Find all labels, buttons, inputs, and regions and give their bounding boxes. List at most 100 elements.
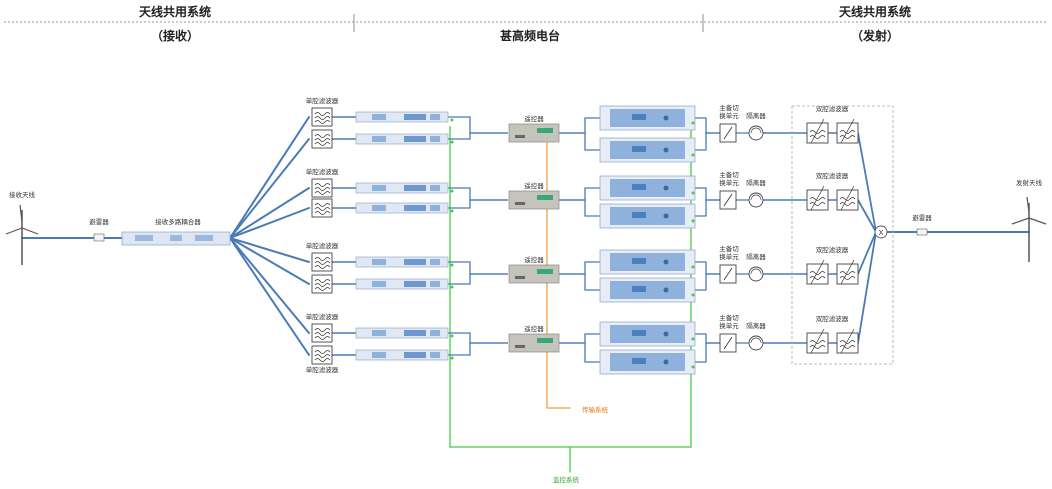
dual-cavity-filter-label: 双腔滤波器 <box>816 104 849 113</box>
monitoring-tap <box>691 265 695 269</box>
receiver-panel <box>430 352 440 358</box>
isolator-label: 隔离器 <box>746 321 766 330</box>
isolator-label: 隔离器 <box>746 252 766 261</box>
receiver-panel <box>430 205 440 211</box>
receiver-body <box>355 278 449 290</box>
single-cavity-filter-label: 单腔滤波器 <box>306 241 339 250</box>
header-middle-title: 甚高频电台 <box>499 29 560 43</box>
transmitter-to-switch-line <box>695 261 720 275</box>
dual-filter-wave-icon <box>809 197 826 206</box>
dual-cavity-filter <box>806 259 829 285</box>
dual-filter-tuning-arrow <box>810 118 825 144</box>
receiver-panel <box>430 136 440 142</box>
transmitter-panel <box>610 281 685 299</box>
remote-controller <box>508 190 560 210</box>
tx-antenna-label: 发射天线 <box>1016 178 1043 187</box>
isolator-arrow-icon <box>750 194 762 201</box>
monitoring-tap <box>450 356 454 360</box>
isolator <box>748 125 764 141</box>
transmitter-display <box>632 258 646 264</box>
transmitter-to-switch-line <box>695 333 720 344</box>
receiver-to-controller-line <box>448 342 508 356</box>
monitoring-tap <box>450 189 454 193</box>
monitoring-tap <box>450 263 454 267</box>
single-cavity-filter-label: 单腔滤波器 <box>306 312 339 321</box>
fanout-line <box>229 237 310 285</box>
monitoring-tap <box>691 153 695 157</box>
single-cavity-filter <box>311 178 333 198</box>
tx-arrester-label: 避雷器 <box>912 213 932 222</box>
header-left-title: 天线共用系统 <box>138 5 211 19</box>
filter-wave-icon <box>314 257 331 269</box>
transmitter-panel <box>610 353 685 371</box>
monitoring-tap <box>691 293 695 297</box>
transmitter-display <box>632 330 646 336</box>
dual-filter-box <box>806 122 829 144</box>
switch-unit-label-line2: 换单元 <box>719 321 739 330</box>
monitoring-tap <box>691 191 695 195</box>
dual-cavity-filter <box>806 118 829 144</box>
isolator <box>748 266 764 282</box>
rx-antenna-label: 接收天线 <box>9 190 36 199</box>
filter-to-combiner-line <box>857 132 877 233</box>
rx-arrester-label: 避雷器 <box>89 217 109 226</box>
receiver-display <box>404 259 426 265</box>
receiver-to-controller-line <box>448 132 508 140</box>
fanout-line <box>229 237 310 334</box>
receiver-unit <box>355 256 449 268</box>
connection-lines <box>21 116 1030 473</box>
remote-controller-label: 遥控器 <box>524 181 544 190</box>
dual-filter-tuning-arrow <box>840 118 855 144</box>
monitoring-tap <box>450 285 454 289</box>
transmitter-knob <box>663 213 669 219</box>
receiver-body <box>355 182 449 194</box>
controller-to-transmitter-line <box>559 342 600 363</box>
filter-wave-icon <box>314 203 331 215</box>
fanout-line <box>229 207 310 239</box>
switch-symbol <box>723 193 733 207</box>
receiver-unit <box>355 133 449 145</box>
main-standby-switch-unit <box>719 123 737 143</box>
switch-unit-label-line2: 换单元 <box>719 252 739 261</box>
isolator <box>748 192 764 208</box>
transmitter-panel <box>610 109 685 127</box>
switch-unit-label-line1: 主备切 <box>719 103 739 112</box>
dual-filter-tuning-arrow <box>810 328 825 354</box>
transmitter-knob <box>663 185 669 191</box>
dual-filter-wave-icon <box>839 340 856 349</box>
switch-unit-label-line2: 换单元 <box>719 111 739 120</box>
receiver-body <box>355 327 449 339</box>
transmitter-display <box>632 146 646 152</box>
controller-to-transmitter-line <box>559 199 600 217</box>
single-cavity-filter <box>311 129 333 149</box>
receiver-panel <box>372 259 386 265</box>
single-cavity-filter <box>311 345 333 365</box>
receiver-body <box>355 133 449 145</box>
receiver-display <box>404 185 426 191</box>
isolator-arrow-icon <box>750 268 762 275</box>
receiver-panel <box>372 136 386 142</box>
transmitter-display <box>632 212 646 218</box>
receiver-body <box>355 349 449 361</box>
switch-symbol <box>723 267 733 281</box>
main-standby-switch-unit <box>719 264 737 284</box>
transmitter-to-switch-line <box>695 342 720 363</box>
monitoring-tap <box>450 118 454 122</box>
isolator-arrow-icon <box>750 337 762 344</box>
monitoring-system-label: 监控系统 <box>553 475 580 484</box>
controller-button <box>515 202 525 205</box>
dual-cavity-filter <box>836 328 859 354</box>
dual-filter-box <box>806 263 829 285</box>
receiver-to-controller-line <box>448 273 508 285</box>
controller-button <box>515 345 525 348</box>
single-cavity-filter-label: 单腔滤波器 <box>306 365 339 374</box>
filter-wave-icon <box>314 183 331 195</box>
transmitter-to-switch-line <box>695 273 720 291</box>
receiver-display <box>404 136 426 142</box>
transmitter-panel <box>610 141 685 159</box>
receiver-unit <box>355 182 449 194</box>
isolator-arrow-icon <box>750 127 762 134</box>
switch-unit-label-line1: 主备切 <box>719 244 739 253</box>
transmitter-display <box>632 184 646 190</box>
